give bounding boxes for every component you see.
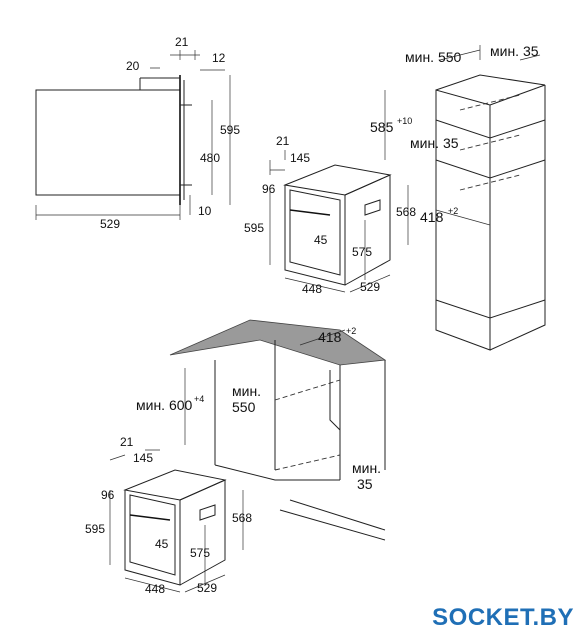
side-top-offset-label: 20 xyxy=(126,59,140,73)
side-front-panel-label: 12 xyxy=(212,51,226,65)
base-cabinet: 418 +2 мин. 600 +4 мин. 550 мин. 35 xyxy=(136,319,387,541)
watermark-logo: SOCKET.BY xyxy=(432,604,574,631)
oven-bottom-top-h: 96 xyxy=(101,488,115,502)
oven-bottom-height: 595 xyxy=(85,522,105,536)
side-bottom-offset-label: 10 xyxy=(198,204,212,218)
column-niche-width: 418 xyxy=(420,209,444,225)
cabinet-niche-width: 418 xyxy=(318,329,342,345)
oven-bottom-width: 448 xyxy=(145,582,165,596)
oven-top-depth: 529 xyxy=(360,280,380,294)
side-front-depth-label: 21 xyxy=(175,35,189,49)
oven-bottom-depth: 529 xyxy=(197,581,217,595)
oven-top-handle: 45 xyxy=(314,233,328,247)
oven-top-inner-h: 575 xyxy=(352,245,372,259)
cabinet-min-height-tol: +4 xyxy=(194,394,204,404)
tall-cabinet: мин. 550 мин. 35 585 +10 мин. 35 418 +2 xyxy=(370,43,546,351)
column-min-gap-label: мин. 35 xyxy=(490,43,539,59)
side-depth-label: 529 xyxy=(100,217,120,231)
cabinet-min-gap-val: 35 xyxy=(357,476,373,492)
cabinet-min-depth-val: 550 xyxy=(232,399,256,415)
oven-iso-top: 21 145 96 595 45 568 575 448 529 xyxy=(244,134,416,296)
side-height-label: 595 xyxy=(220,123,240,137)
oven-top-width: 448 xyxy=(302,282,322,296)
oven-iso-bottom: 21 145 96 595 45 568 575 448 529 xyxy=(85,435,252,596)
cabinet-niche-width-tol: +2 xyxy=(346,326,356,336)
oven-top-top-h: 96 xyxy=(262,182,276,196)
cabinet-min-gap-top: мин. xyxy=(352,460,381,476)
oven-bottom-inner-h: 575 xyxy=(190,546,210,560)
column-niche-height: 585 xyxy=(370,119,394,135)
oven-bottom-width-inner: 145 xyxy=(133,451,153,465)
oven-bottom-front-depth: 21 xyxy=(120,435,134,449)
oven-top-side-h: 568 xyxy=(396,205,416,219)
column-vent-label: мин. 35 xyxy=(410,135,459,151)
column-niche-width-tol: +2 xyxy=(448,206,458,216)
side-view: 529 20 21 12 595 480 10 xyxy=(35,35,240,231)
oven-top-front-depth: 21 xyxy=(276,134,290,148)
oven-bottom-side-h: 568 xyxy=(232,511,252,525)
oven-top-height: 595 xyxy=(244,221,264,235)
column-niche-height-tol: +10 xyxy=(397,116,412,126)
cabinet-min-height: мин. 600 xyxy=(136,397,193,413)
side-cavity-label: 480 xyxy=(200,151,220,165)
cabinet-min-depth-top: мин. xyxy=(232,383,261,399)
column-min-depth-label: мин. 550 xyxy=(405,49,462,65)
oven-bottom-handle: 45 xyxy=(155,537,169,551)
oven-top-width-inner: 145 xyxy=(290,151,310,165)
